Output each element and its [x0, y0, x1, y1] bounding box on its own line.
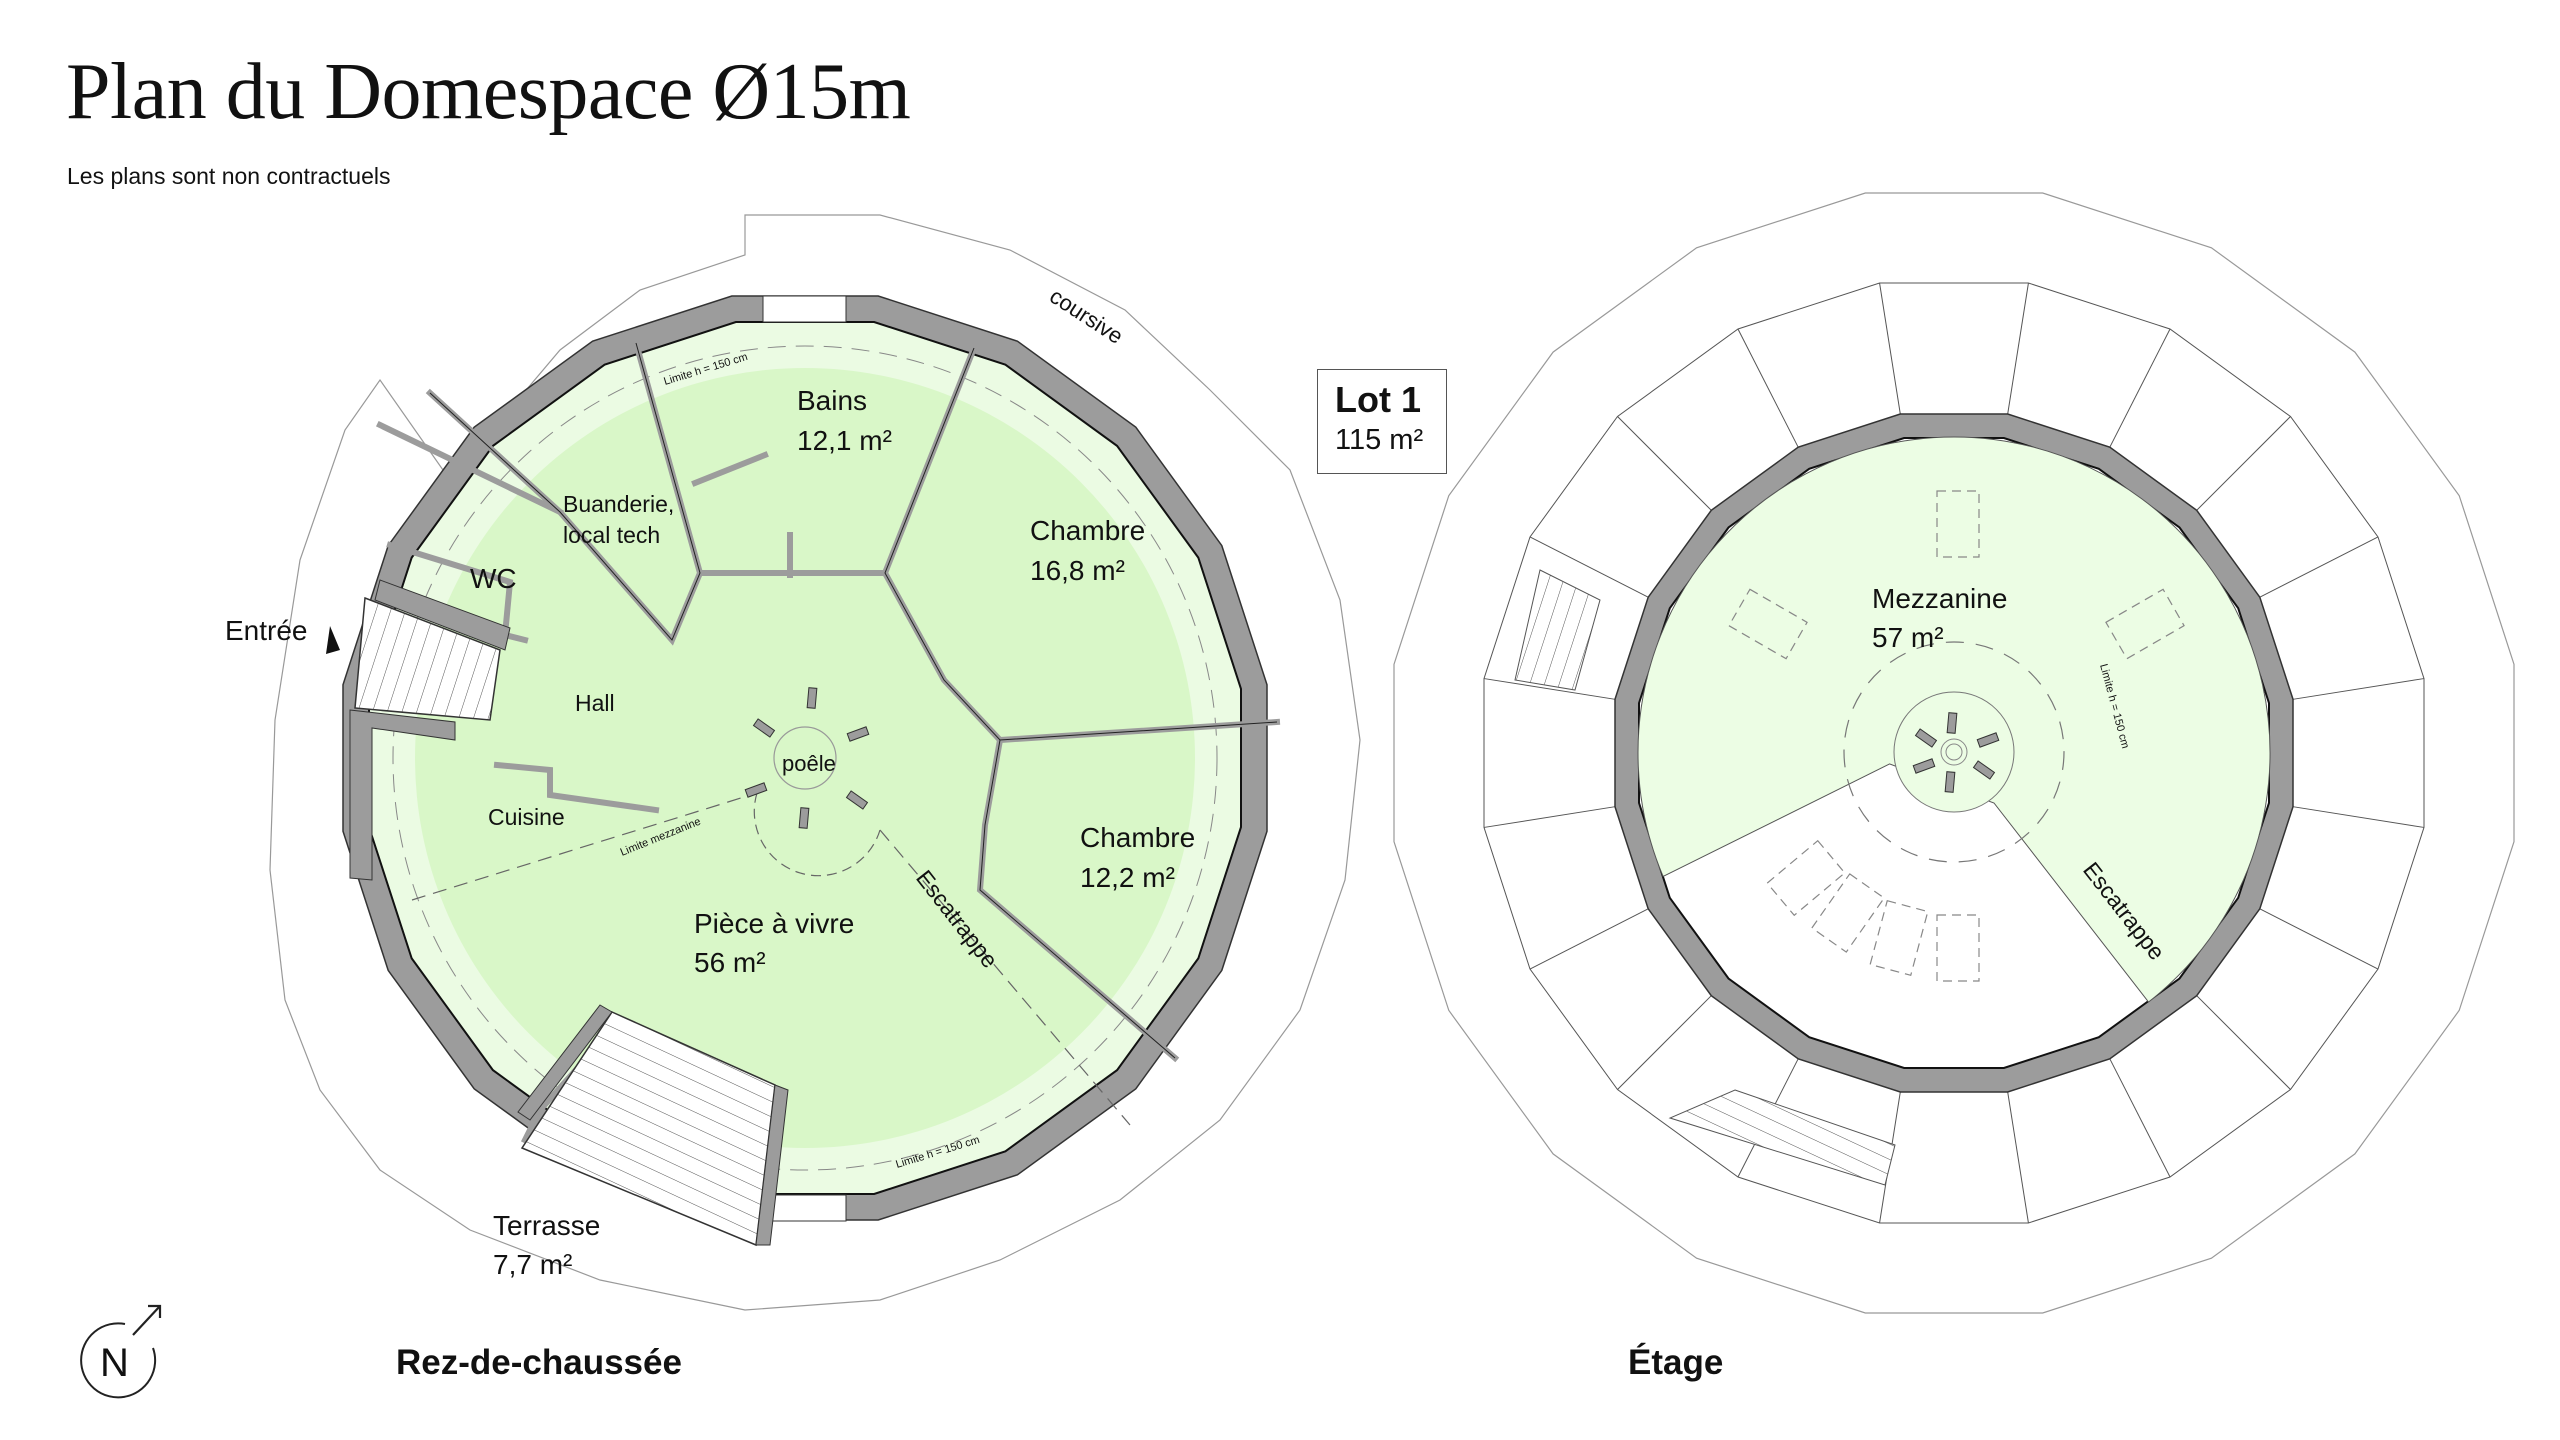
room-buanderie-name2: local tech — [563, 522, 660, 548]
entrance-wall — [374, 579, 511, 651]
living-zone — [415, 368, 1195, 1148]
north-arrow-icon: N — [80, 1304, 162, 1399]
room-terrasse-name: Terrasse — [493, 1210, 600, 1241]
upper-floor-plan: Mezzanine 57 m² Limite h = 150 cm Escatr… — [1393, 192, 2515, 1314]
room-cuisine-name: Cuisine — [488, 804, 565, 830]
room-chambre1-name: Chambre — [1030, 515, 1145, 546]
entrance-stairs — [354, 596, 501, 721]
limite-mezzanine-line — [411, 792, 758, 901]
upper-stairs-bottom — [1668, 1089, 1896, 1186]
page-title: Plan du Domespace Ø15m — [66, 48, 911, 136]
terrace-wall-right — [755, 1084, 789, 1246]
room-buanderie-name: Buanderie, — [563, 491, 674, 517]
room-bains-name: Bains — [797, 385, 867, 416]
interior-wall-edges — [429, 342, 1278, 1059]
room-chambre2-area: 12,2 m² — [1080, 862, 1175, 893]
compass-letter: N — [100, 1341, 129, 1385]
room-wc-name: WC — [470, 563, 517, 594]
room-piece-a-vivre-area: 56 m² — [694, 947, 766, 978]
room-poele-name: poêle — [782, 751, 836, 776]
entrance-arrow-icon — [326, 626, 340, 654]
stove-icon — [773, 726, 837, 790]
room-hall-name: Hall — [575, 690, 615, 716]
upper-stairs-left — [1514, 569, 1601, 691]
lot-area: 115 m² — [1335, 424, 1424, 456]
lot-info-box: Lot 1 115 m² — [1317, 369, 1447, 474]
window-top — [762, 295, 847, 323]
limite-h-dash — [392, 345, 1218, 1171]
central-column-platform — [1893, 691, 2015, 813]
kitchen-wall — [349, 709, 456, 881]
ground-floor-plan: Bains 12,1 m² Buanderie, local tech WC H… — [225, 214, 1361, 1311]
skylights — [1728, 490, 2185, 982]
column-posts — [1912, 712, 2000, 793]
page-subtitle: Les plans sont non contractuels — [67, 163, 391, 189]
room-chambre2-name: Chambre — [1080, 822, 1195, 853]
lot-name: Lot 1 — [1335, 379, 1421, 420]
terrace-wall-left — [517, 1004, 613, 1121]
room-mezzanine-name: Mezzanine — [1872, 583, 2007, 614]
room-terrasse-area: 7,7 m² — [493, 1249, 572, 1280]
upper-floor-label: Étage — [1628, 1343, 1724, 1382]
room-mezzanine-area: 57 m² — [1872, 622, 1944, 653]
column-icon — [1940, 738, 1968, 766]
entree-label: Entrée — [225, 615, 308, 646]
stove-posts — [744, 687, 870, 829]
room-piece-a-vivre-name: Pièce à vivre — [694, 908, 854, 939]
ground-floor-label: Rez-de-chaussée — [396, 1343, 682, 1382]
room-bains-area: 12,1 m² — [797, 425, 892, 456]
room-chambre1-area: 16,8 m² — [1030, 555, 1125, 586]
limite-h-circle — [1843, 641, 2065, 863]
